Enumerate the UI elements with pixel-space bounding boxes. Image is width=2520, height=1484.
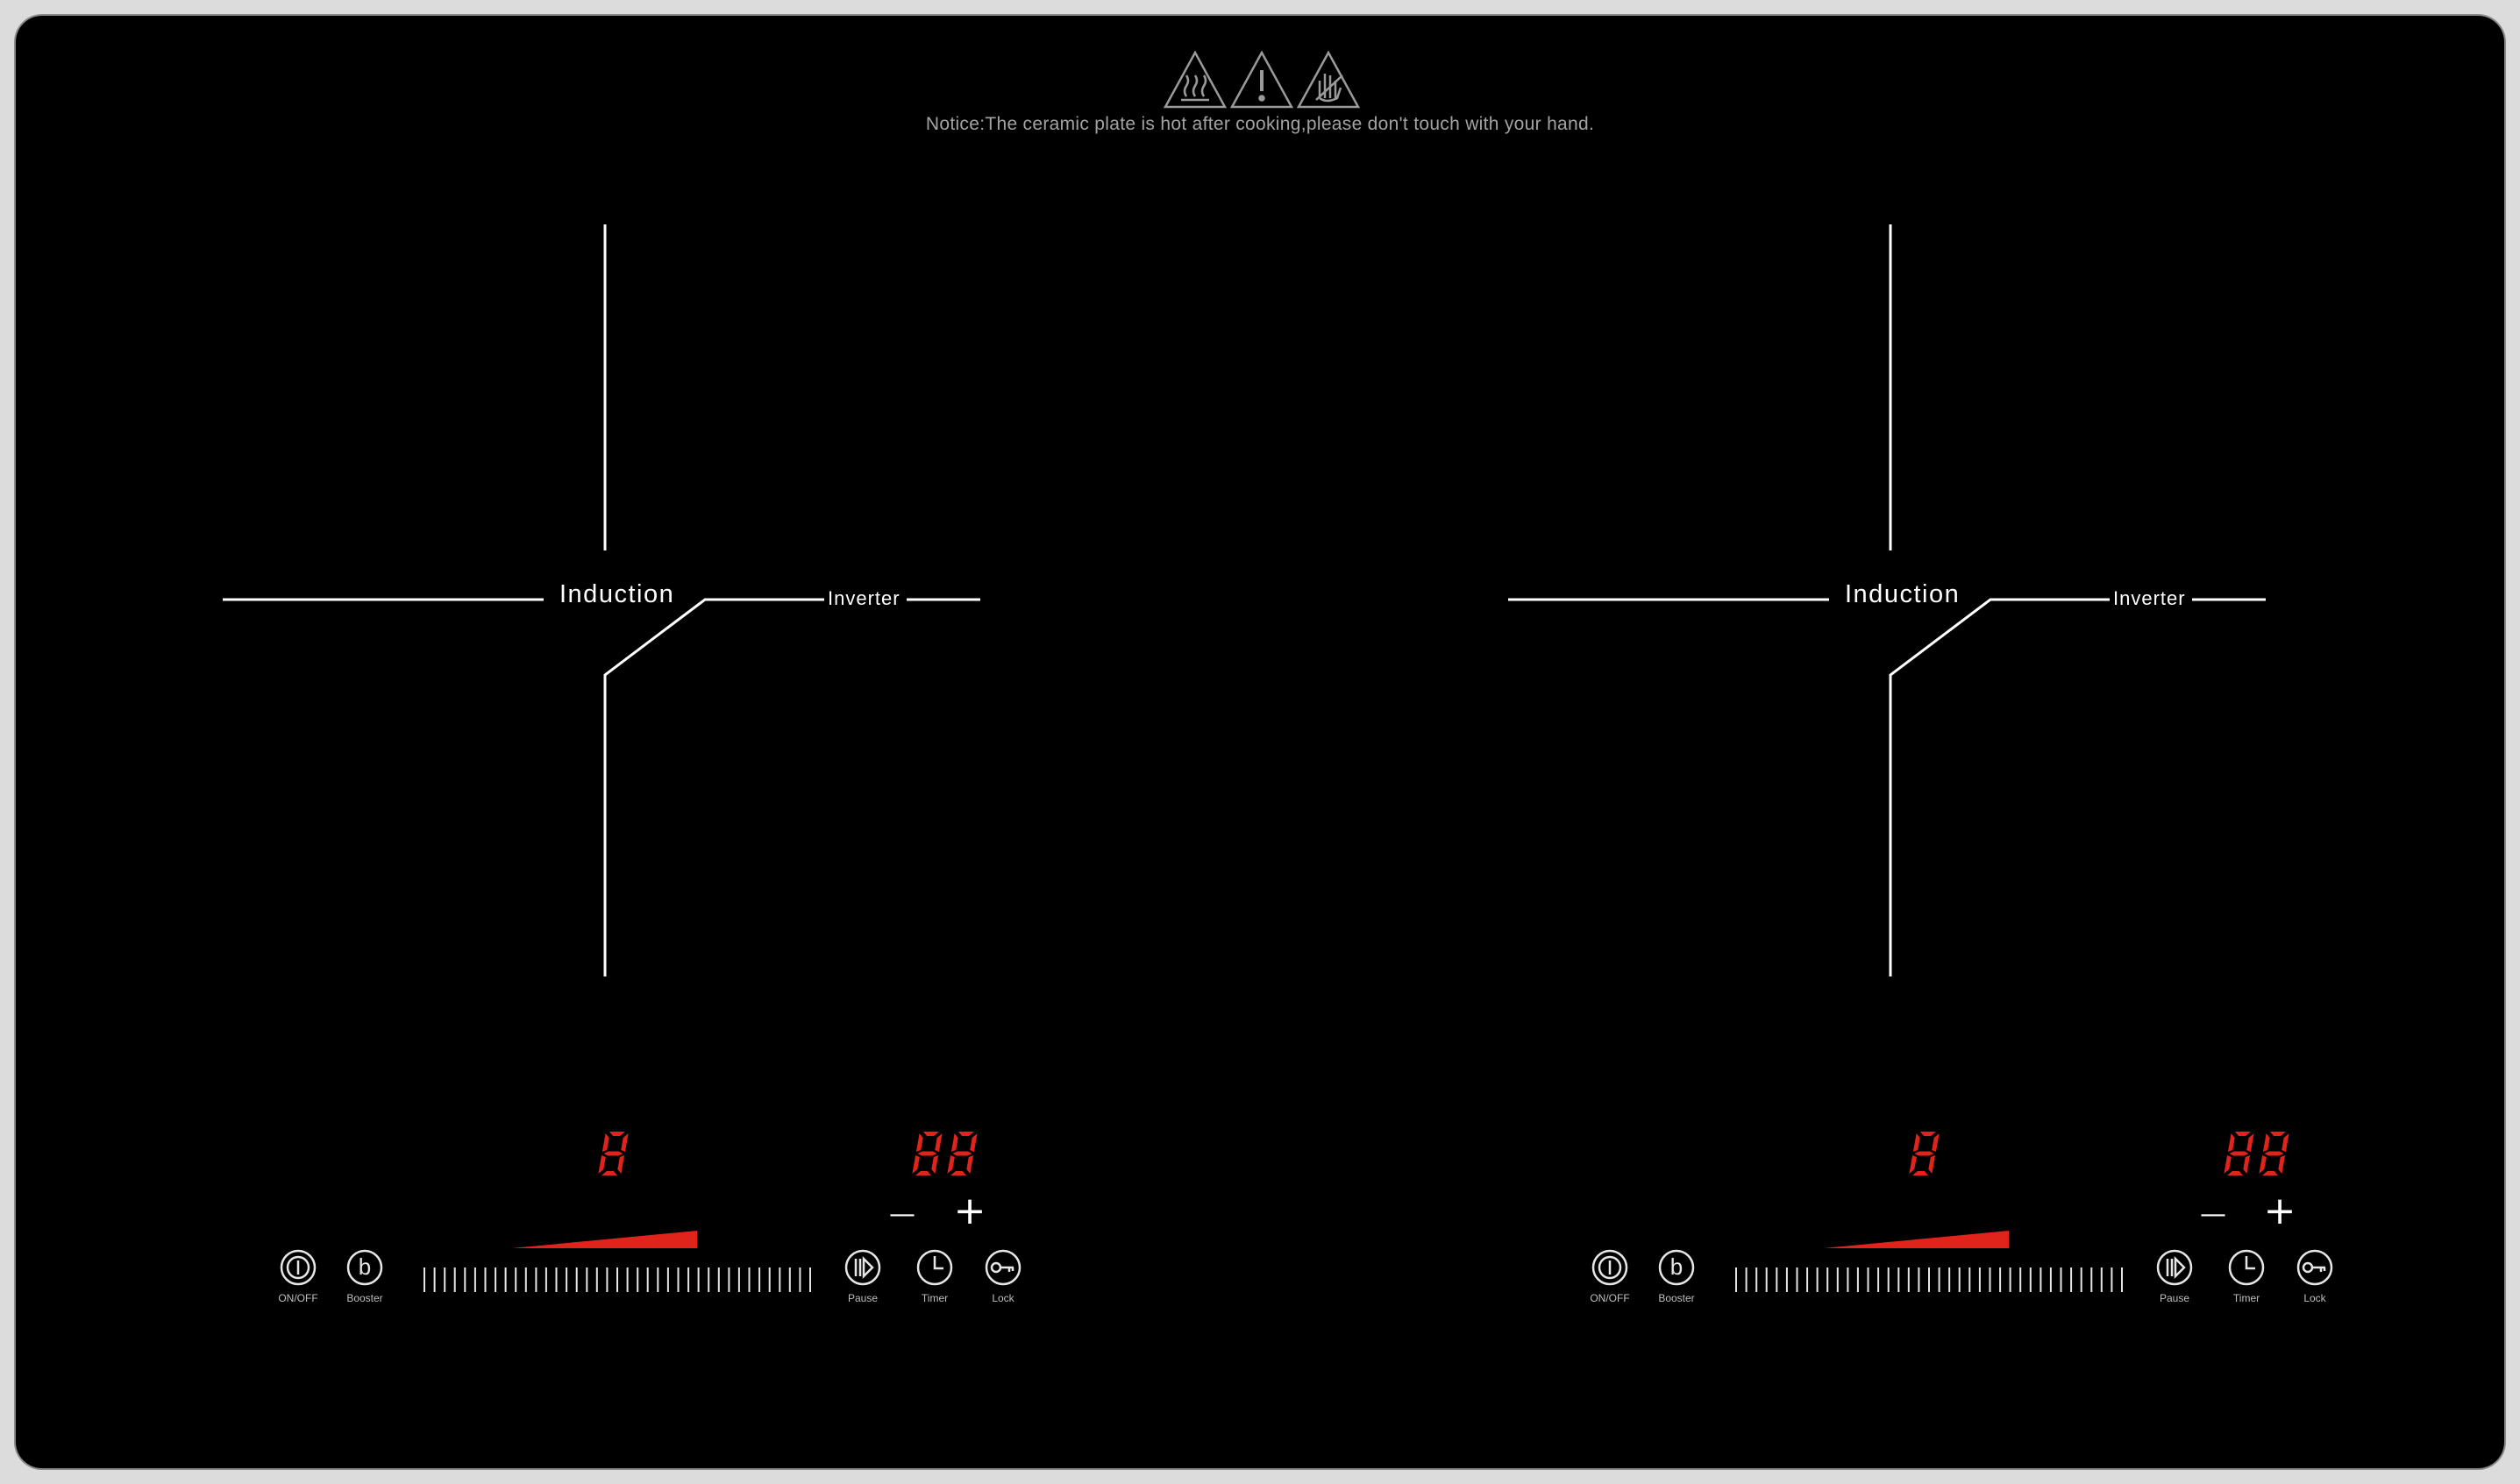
left-power-slider[interactable] [423,1266,814,1294]
right-zone-label: Induction [1845,580,1961,609]
display-segment [931,1155,939,1174]
cooktop-panel: Notice:The ceramic plate is hot after co… [16,16,2504,1468]
left-booster-button[interactable]: b Booster [330,1248,400,1304]
left-power-display [598,1132,629,1175]
display-segment [621,1133,629,1152]
left-power-level [512,1231,698,1248]
display-segment [958,1132,974,1136]
onoff-label: ON/OFF [1590,1292,1630,1304]
display-segment [598,1155,606,1174]
display-segment [2278,1155,2286,1174]
display-segment [603,1151,623,1156]
pause-label: Pause [847,1292,879,1304]
warning-icons [1163,50,1361,109]
display-segment [2246,1133,2254,1152]
booster-icon: b [346,1249,383,1286]
svg-text:b: b [359,1253,371,1280]
display-segment [2262,1133,2270,1152]
key-lock-icon [2296,1249,2333,1286]
display-segment [2235,1132,2251,1136]
right-power-level [1824,1231,2010,1248]
notice-text: Notice:The ceramic plate is hot after co… [925,114,1595,134]
left-timer-display [912,1132,978,1175]
power-icon [280,1249,317,1286]
display-segment [915,1171,931,1175]
booster-label: Booster [1658,1292,1695,1304]
display-segment [966,1155,974,1174]
display-segment [950,1133,958,1152]
no-touch-hand-icon [1296,50,1361,109]
display-segment [1914,1151,1934,1156]
display-segment [2262,1171,2278,1175]
display-segment [947,1155,955,1174]
left-timer-button[interactable]: Timer [900,1248,970,1304]
right-onoff-button[interactable]: ON/OFF [1575,1248,1645,1304]
display-segment [917,1151,937,1156]
left-onoff-button[interactable]: ON/OFF [263,1248,333,1304]
key-lock-icon [985,1249,1022,1286]
display-segment [2264,1151,2284,1156]
right-power-slider[interactable] [1734,1266,2125,1294]
display-segment [2224,1155,2232,1174]
display-segment [2270,1132,2286,1136]
svg-text:b: b [1670,1253,1683,1280]
display-segment [2259,1155,2267,1174]
lock-label: Lock [2303,1292,2326,1304]
left-minus-button[interactable]: — [889,1199,915,1230]
display-segment [1912,1171,1928,1175]
caution-icon [1229,50,1294,109]
right-zone-sublabel: Inverter [2113,587,2186,610]
display-segment [2227,1133,2235,1152]
power-icon [1591,1249,1628,1286]
display-segment [2282,1133,2289,1152]
display-segment [1912,1133,1920,1152]
right-booster-button[interactable]: b Booster [1641,1248,1712,1304]
left-pause-button[interactable]: Pause [828,1248,898,1304]
right-plus-button[interactable]: + [2263,1189,2296,1233]
display-segment [935,1133,943,1152]
display-segment [617,1155,625,1174]
pause-icon [2156,1249,2193,1286]
left-zone-sublabel: Inverter [828,587,901,610]
display-segment [915,1133,923,1152]
display-segment [2227,1171,2243,1175]
lock-label: Lock [992,1292,1014,1304]
timer-label: Timer [2232,1292,2260,1304]
right-timer-button[interactable]: Timer [2211,1248,2282,1304]
display-segment [912,1155,920,1174]
display-segment [2229,1151,2249,1156]
display-segment [1909,1155,1917,1174]
onoff-label: ON/OFF [278,1292,318,1304]
display-segment [1920,1132,1936,1136]
power-level-wedge [1824,1231,2010,1248]
timer-label: Timer [921,1292,949,1304]
display-segment [602,1171,617,1175]
display-segment [2243,1155,2251,1174]
pause-icon [844,1249,881,1286]
left-lock-button[interactable]: Lock [968,1248,1038,1304]
right-power-display [1909,1132,1940,1175]
clock-icon [2228,1249,2265,1286]
right-timer-display [2224,1132,2289,1175]
display-segment [609,1132,625,1136]
display-segment [602,1133,609,1152]
left-zone-label: Induction [559,580,675,609]
booster-icon: b [1658,1249,1695,1286]
booster-label: Booster [346,1292,383,1304]
right-pause-button[interactable]: Pause [2139,1248,2210,1304]
hot-surface-icon [1163,50,1228,109]
display-segment [970,1133,978,1152]
display-segment [923,1132,939,1136]
display-segment [1928,1155,1936,1174]
pause-label: Pause [2159,1292,2190,1304]
left-plus-button[interactable]: + [953,1189,986,1233]
right-minus-button[interactable]: — [2200,1199,2226,1230]
right-lock-button[interactable]: Lock [2280,1248,2350,1304]
display-segment [952,1151,972,1156]
power-level-wedge [512,1231,698,1248]
clock-icon [916,1249,953,1286]
display-segment [1932,1133,1940,1152]
display-segment [950,1171,966,1175]
